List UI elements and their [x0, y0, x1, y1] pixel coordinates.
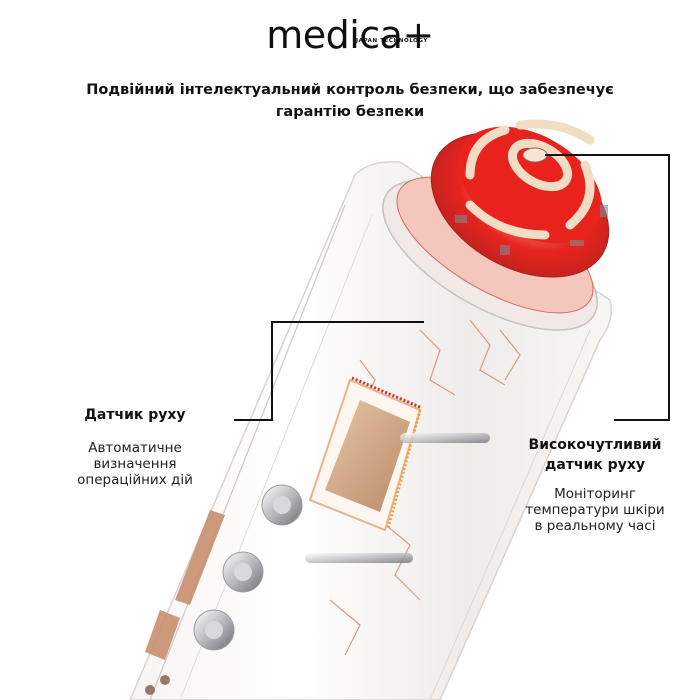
callout-left-desc-line: визначення — [93, 456, 177, 472]
brand-name: medica+ — [266, 13, 434, 57]
headline: Подвійний інтелектуальний контроль безпе… — [60, 79, 640, 123]
callout-left-description: Автоматичне визначення операційних дій — [50, 440, 220, 488]
metal-pins — [305, 433, 490, 563]
callout-left-desc-line: Автоматичне — [88, 440, 182, 456]
callout-right-title: Високочутливий датчик руху — [510, 435, 680, 475]
callout-right-title-line: датчик руху — [545, 457, 645, 473]
brand-tagline: JAPAN TECHNOLOGY — [356, 38, 428, 44]
brand-logo: medica+ — [0, 16, 700, 54]
callout-right-desc-line: Моніторинг — [554, 486, 636, 502]
callout-right-desc-line: температури шкіри — [525, 502, 665, 518]
headline-line-2: гарантію безпеки — [275, 104, 425, 120]
rose-gold-components — [145, 510, 225, 695]
callout-left-title: Датчик руху — [84, 407, 186, 423]
callout-right-desc-line: в реальному часі — [534, 518, 656, 534]
callout-right-title-line: Високочутливий — [528, 437, 662, 453]
metal-knobs — [193, 484, 303, 651]
callout-left-desc-line: операційних дій — [77, 472, 193, 488]
callout-right-description: Моніторинг температури шкіри в реальному… — [505, 486, 685, 534]
headline-line-1: Подвійний інтелектуальний контроль безпе… — [86, 82, 614, 98]
